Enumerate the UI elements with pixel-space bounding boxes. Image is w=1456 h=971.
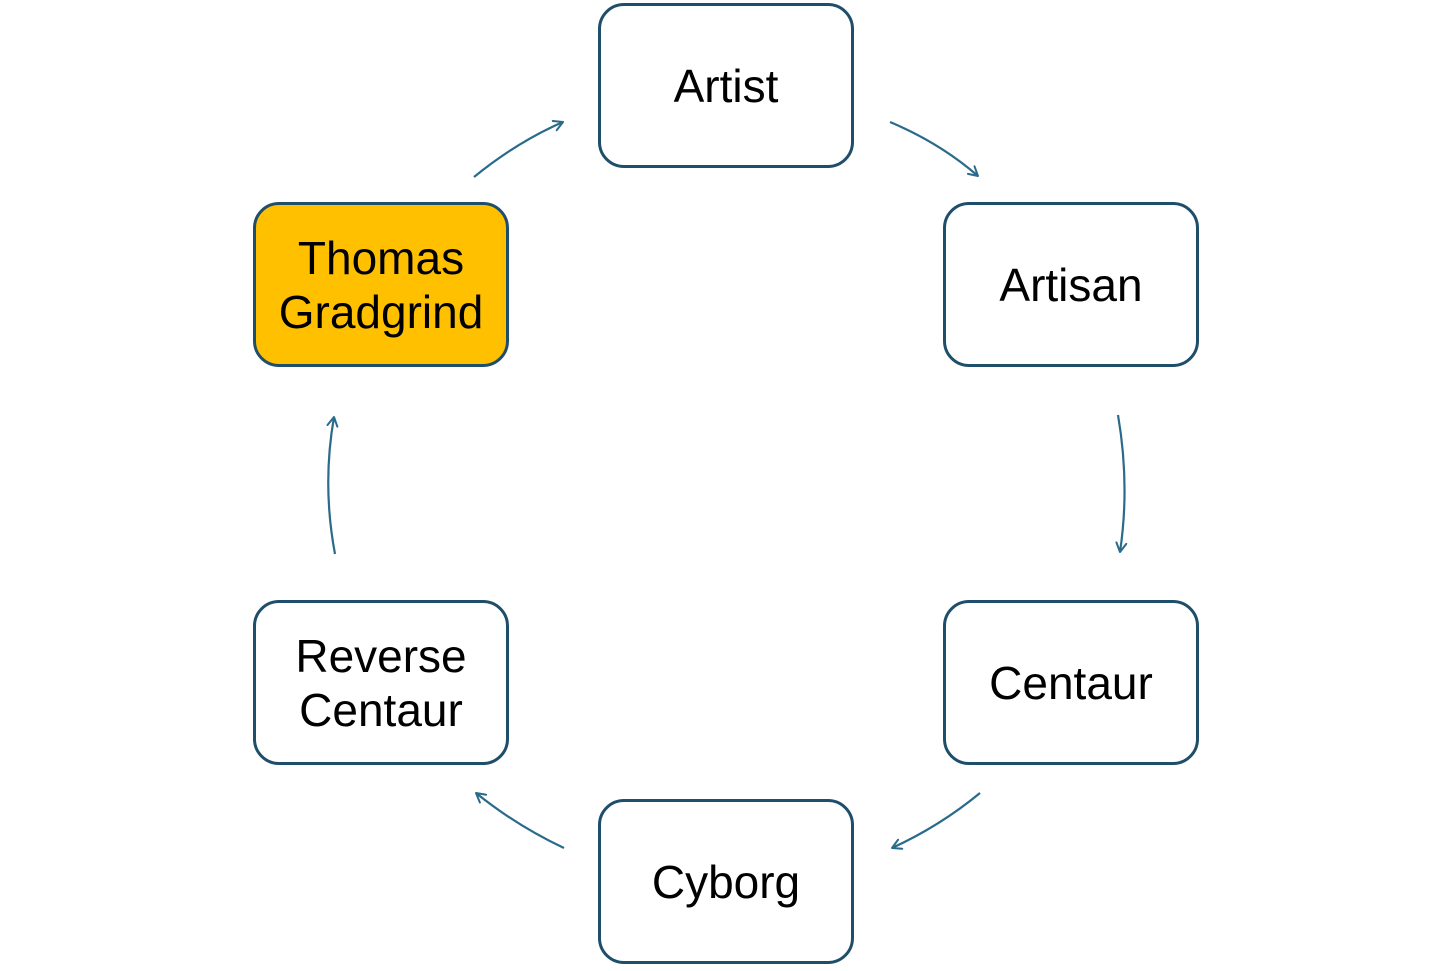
node-artist: Artist: [598, 3, 854, 168]
node-artist-label: Artist: [673, 59, 779, 112]
arrow-reverse-centaur-to-gradgrind: [326, 416, 339, 555]
node-reverse-centaur-label-line2: Centaur: [299, 683, 463, 736]
arrow-artist-to-artisan: [889, 120, 979, 177]
arrow-cyborg-to-reverse-centaur: [475, 792, 565, 849]
node-artisan-label: Artisan: [999, 258, 1143, 311]
node-reverse-centaur-label-line1: Reverse: [295, 629, 467, 682]
node-centaur-label: Centaur: [989, 656, 1153, 709]
node-cyborg-label: Cyborg: [651, 855, 801, 908]
node-cyborg: Cyborg: [598, 799, 854, 964]
node-thomas-gradgrind-label-line2: Gradgrind: [278, 285, 484, 338]
arrow-artisan-to-centaur: [1115, 414, 1128, 553]
arrow-gradgrind-to-artist: [473, 120, 564, 178]
node-artisan: Artisan: [943, 202, 1199, 367]
node-thomas-gradgrind: Thomas Gradgrind: [253, 202, 509, 367]
arrow-centaur-to-cyborg: [891, 792, 981, 850]
node-reverse-centaur: Reverse Centaur: [253, 600, 509, 765]
node-thomas-gradgrind-label-line1: Thomas: [297, 231, 465, 284]
node-centaur: Centaur: [943, 600, 1199, 765]
